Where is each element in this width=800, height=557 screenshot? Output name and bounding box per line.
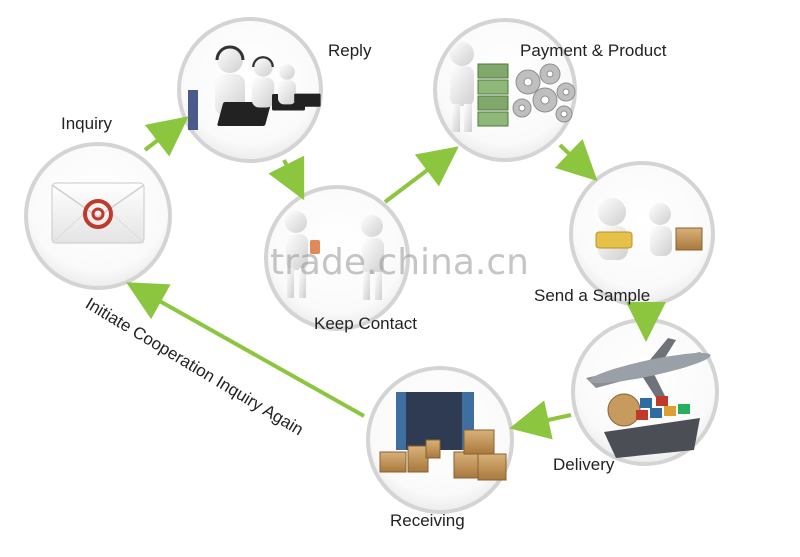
cardboard-boxes-icon — [379, 429, 507, 481]
airplane-icon — [586, 338, 711, 404]
keep-contact-label: Keep Contact — [314, 314, 418, 333]
send-sample-icon — [595, 198, 703, 260]
handshake-figures-icon — [285, 211, 384, 300]
arrow-payment-to-send-sample — [554, 138, 598, 182]
delivery-icon — [586, 338, 711, 458]
payment-product-label: Payment & Product — [520, 41, 667, 60]
arrow-receiving-to-inquiry — [126, 282, 365, 418]
receiving-icon — [379, 392, 507, 481]
globe-icon — [607, 393, 641, 427]
arrow-inquiry-to-reply — [143, 116, 189, 157]
watermark-text: trade.china.cn — [270, 242, 529, 283]
gears-icon — [512, 63, 576, 123]
cargo-ship-icon — [604, 396, 700, 458]
arrow-keep-contact-to-payment — [383, 146, 459, 204]
delivery-label: Delivery — [553, 455, 615, 474]
call-center-icon — [188, 45, 321, 130]
reply-label: Reply — [328, 41, 372, 60]
inquiry-label: Inquiry — [61, 114, 113, 133]
receiving-label: Receiving — [390, 511, 465, 530]
send-sample-label: Send a Sample — [534, 286, 651, 305]
cash-stack-icon — [477, 63, 509, 127]
envelope-icon — [51, 182, 145, 244]
arrow-reply-to-keep-contact — [268, 155, 305, 201]
shipping-container-icon — [396, 392, 474, 450]
reply-circle — [177, 17, 323, 163]
payment-product-icon — [450, 42, 576, 132]
arrow-delivery-to-receiving — [509, 400, 572, 440]
flow-arrows — [126, 116, 666, 440]
